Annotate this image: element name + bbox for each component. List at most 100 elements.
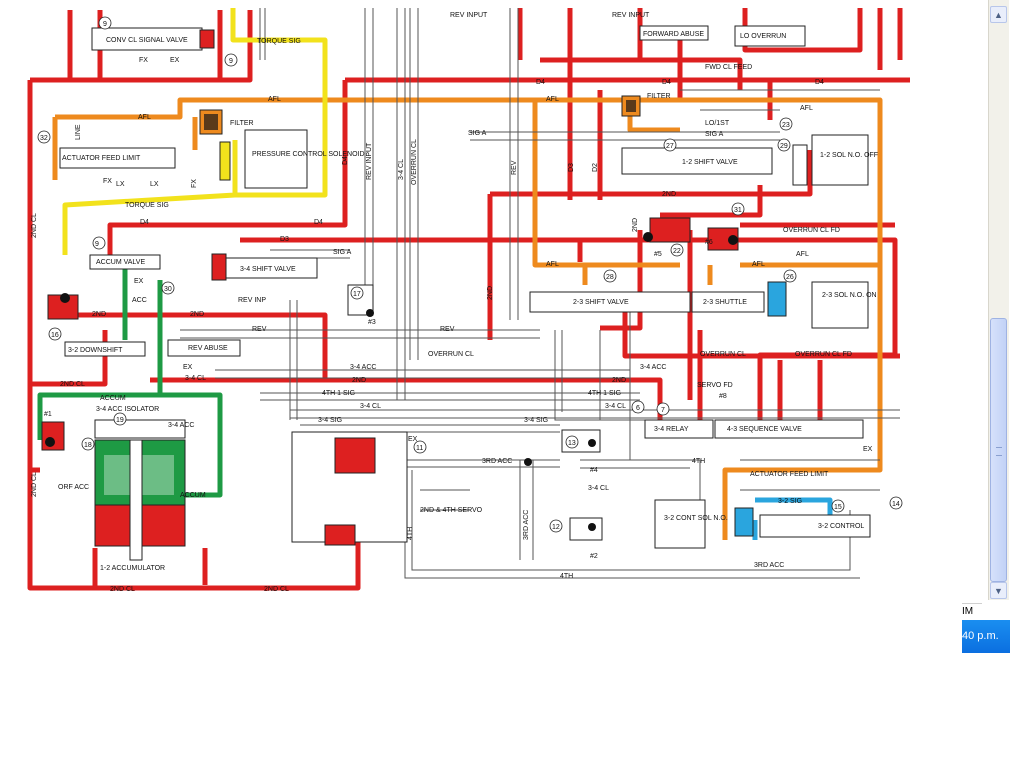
svg-text:18: 18: [84, 442, 92, 449]
label-d4-1: D4: [140, 219, 149, 226]
scroll-up-button[interactable]: ▲: [990, 6, 1007, 23]
label-acc-3-4-2: 3-4 ACC: [640, 364, 666, 371]
circuit-torque-sig: [62, 8, 328, 255]
circuit-afl: [52, 97, 883, 540]
label-sig-3-4-1: 3-4 SIG: [318, 417, 342, 424]
label-overrun-cl-1: OVERRUN CL: [428, 351, 474, 358]
label-fwd-cl-feed: FWD CL FEED: [705, 64, 752, 71]
circuit-accum-green: [37, 265, 223, 498]
label-sig-4th-2: 4TH 1 SIG: [588, 390, 621, 397]
label-4th-1: 4TH: [692, 458, 705, 465]
label-2nd-v: 2ND: [632, 218, 639, 232]
label-d4-3: D4: [536, 79, 545, 86]
label-rev-v: REV: [511, 160, 518, 175]
label-lo-overrun: LO OVERRUN: [740, 33, 786, 40]
actuator-feed-limit-valve: [59, 147, 176, 169]
label-lx-1: LX: [116, 181, 125, 188]
taskbar-clock[interactable]: 40 p.m.: [962, 620, 1010, 653]
hydraulic-circuit-diagram: CONV CL SIGNAL VALVE TORQUE SIG REV INPU…: [27, 8, 910, 593]
svg-text:6: 6: [636, 405, 640, 412]
scroll-thumb[interactable]: [990, 318, 1007, 582]
label-accum-valve: ACCUM VALVE: [96, 259, 145, 266]
control-3-2: [759, 514, 871, 538]
svg-text:29: 29: [780, 143, 788, 150]
label-torque-sig: TORQUE SIG: [257, 38, 301, 45]
label-afl-6: AFL: [752, 261, 765, 268]
pressure-control-solenoid: [244, 129, 308, 189]
label-conv-cl-signal-valve: CONV CL SIGNAL VALVE: [106, 37, 188, 44]
label-shuttle-2-3: 2-3 SHUTTLE: [703, 299, 747, 306]
svg-text:9: 9: [229, 58, 233, 65]
label-afl-4: AFL: [138, 114, 151, 121]
svg-text:#6: #6: [705, 239, 713, 246]
label-2nd-4: 2ND: [352, 377, 366, 384]
circuit-red-right-top: [677, 8, 903, 100]
svg-text:7: 7: [661, 407, 665, 414]
label-rev-inp: REV INP: [238, 297, 266, 304]
label-acc-isolator-3-4: 3-4 ACC ISOLATOR: [96, 406, 159, 413]
label-sol-3-2: 3-2 CONT SOL N.O.: [664, 515, 728, 522]
label-overrun-cl-fd-2: OVERRUN CL FD: [795, 351, 852, 358]
label-rev-abuse: REV ABUSE: [188, 345, 228, 352]
label-4th-2: 4TH: [560, 573, 573, 580]
label-acc: ACC: [132, 297, 147, 304]
sol-1-2: [811, 134, 869, 186]
label-accum-1: ACCUM: [100, 395, 126, 402]
label-cl-3-4-2: 3-4 CL: [360, 403, 381, 410]
label-cl-3-4-v: 3-4 CL: [398, 159, 405, 180]
label-2nd-cl-3: 2ND CL: [264, 586, 289, 593]
label-overrun-cl-fd-1: OVERRUN CL FD: [783, 227, 840, 234]
svg-text:#5: #5: [654, 251, 662, 258]
label-accumulator-1-2: 1-2 ACCUMULATOR: [100, 565, 165, 572]
svg-text:11: 11: [416, 445, 423, 452]
svg-text:31: 31: [734, 207, 742, 214]
circuit-d3-d2: [540, 8, 743, 200]
svg-text:12: 12: [552, 524, 560, 531]
scroll-down-button[interactable]: ▼: [990, 582, 1007, 599]
label-2nd-5: 2ND: [612, 377, 626, 384]
label-rev-1: REV: [252, 326, 267, 333]
label-rev-2: REV: [440, 326, 455, 333]
label-shift-1-2-valve: 1-2 SHIFT VALVE: [682, 159, 738, 166]
label-2nd-cl-1: 2ND CL: [60, 381, 85, 388]
label-4th-v: 4TH: [407, 527, 414, 540]
label-rev-input-2: REV INPUT: [612, 12, 650, 19]
label-pressure-control-solenoid: PRESSURE CONTROL SOLENOID: [252, 151, 365, 158]
label-sig-4th-1: 4TH 1 SIG: [322, 390, 355, 397]
vertical-labels: 2ND CL 2ND CL LINE REV INPUT 3-4 CL OVER…: [31, 124, 639, 540]
label-rev-input: REV INPUT: [450, 12, 488, 19]
label-fx-1: FX: [139, 57, 148, 64]
label-ex-2: EX: [134, 278, 144, 285]
fluid-circuits: [27, 8, 910, 591]
label-3rd-acc-2: 3RD ACC: [754, 562, 784, 569]
circuit-red-lower: [92, 330, 823, 588]
label-cl-3-4-3: 3-4 CL: [605, 403, 626, 410]
label-cl-3-4-4: 3-4 CL: [588, 485, 609, 492]
label-d4-2: D4: [314, 219, 323, 226]
label-sig-3-4-2: 3-4 SIG: [524, 417, 548, 424]
label-actuator-feed-limit-2: ACTUATOR FEED LIMIT: [750, 471, 829, 478]
label-ex-3: EX: [408, 436, 418, 443]
downshift-3-2: [64, 341, 146, 357]
side-tab[interactable]: IM: [962, 603, 982, 619]
label-sig-3-2: 3-2 SIG: [778, 498, 802, 505]
check-ball-labels: #1 #2 #3 #4 #5 #6 #8: [44, 239, 727, 560]
label-3rd-acc-1: 3RD ACC: [482, 458, 512, 465]
label-acc-3-4-1: 3-4 ACC: [350, 364, 376, 371]
svg-text:22: 22: [673, 248, 681, 255]
circuit-2nd-mid: [75, 312, 663, 420]
lo-overrun-valve: [734, 25, 806, 47]
label-servo-fd: SERVO FD: [697, 382, 733, 389]
vertical-scrollbar[interactable]: ▲ ▼: [988, 0, 1009, 600]
label-shift-3-4-valve: 3-4 SHIFT VALVE: [240, 266, 296, 273]
label-2nd-v2: 2ND: [487, 286, 494, 300]
label-cl-3-4-1: 3-4 CL: [185, 375, 206, 382]
label-fx-v: FX: [191, 179, 198, 188]
label-actuator-feed-limit: ACTUATOR FEED LIMIT: [62, 155, 141, 162]
label-2nd-1: 2ND: [662, 191, 676, 198]
label-d4-4: D4: [662, 79, 671, 86]
label-accum-2: ACCUM: [180, 492, 206, 499]
label-3rd-acc-v: 3RD ACC: [523, 510, 530, 540]
label-overrun-cl-2: OVERRUN CL: [700, 351, 746, 358]
check-balls: [45, 232, 738, 531]
